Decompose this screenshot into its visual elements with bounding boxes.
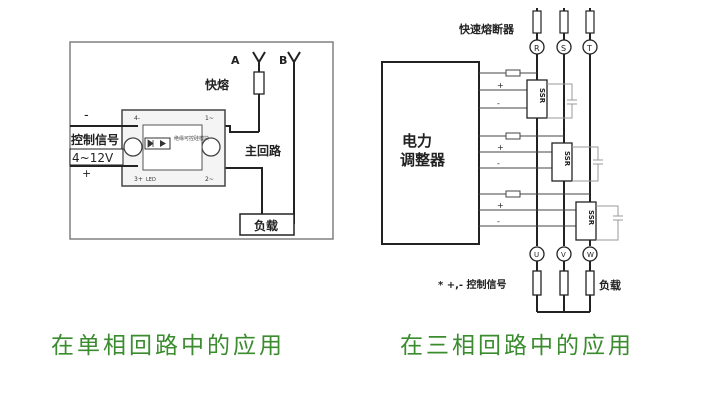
terminal-2-label: 2~ <box>205 176 214 183</box>
terminal-a-symbol <box>252 51 266 64</box>
wire-terminal-2 <box>208 167 263 214</box>
control-wires-group-3 <box>479 193 590 227</box>
terminal-4-label: 4- <box>134 115 140 122</box>
fuse-symbol <box>253 71 265 95</box>
phase-w-label: W <box>587 251 594 259</box>
module-text: 绝缘可控硅模块 <box>174 135 209 142</box>
plus-sign-1: + <box>497 81 504 90</box>
terminal-b-label: B <box>279 54 287 67</box>
phase-s-circle <box>556 39 572 55</box>
phase-u-label: U <box>534 251 539 259</box>
minus-sign-2: - <box>497 159 500 168</box>
led-symbol <box>147 139 154 148</box>
phase-v-label: V <box>561 251 566 259</box>
three-phase-diagram: 快速熔断器 R S T 电力 调整器 + - <box>381 8 623 313</box>
single-phase-diagram: A 快熔 B 主回路 负载 绝缘可控硅模块 4- 3+ LED 1~ 2~ <box>69 41 334 240</box>
resistor-2 <box>505 132 521 140</box>
load-s <box>559 270 569 296</box>
ssr-module-2: SSR <box>551 142 573 182</box>
voltage-range: 4~12V <box>72 151 114 165</box>
three-phase-caption: 在三相回路中的应用 <box>400 333 634 359</box>
single-phase-caption: 在单相回路中的应用 <box>51 333 285 359</box>
terminal-1-label: 1~ <box>205 115 214 122</box>
svg-text:SSR: SSR <box>587 210 595 226</box>
mounting-hole-left <box>123 137 143 157</box>
control-wires-group-2 <box>479 135 564 169</box>
snubber-1 <box>547 83 577 119</box>
plus-sign-2: + <box>497 143 504 152</box>
minus-sign-1: - <box>497 99 500 108</box>
fuse-s <box>559 10 569 34</box>
three-phase-load-label: 负载 <box>599 278 621 292</box>
led-label: LED <box>146 177 156 183</box>
phase-s-label: S <box>561 44 566 53</box>
fuse-t <box>585 10 595 34</box>
snubber-2 <box>572 146 603 182</box>
load-t <box>585 270 595 296</box>
snubber-3 <box>596 205 623 241</box>
minus-sign-3: - <box>497 217 500 226</box>
phase-r-circle <box>529 39 545 55</box>
control-signal-label: 控制信号 <box>71 132 119 147</box>
phase-t-label: T <box>586 44 592 53</box>
resistor-1 <box>505 69 521 77</box>
fuse-label: 快熔 <box>205 77 230 92</box>
ssr-module-1: SSR <box>526 79 548 119</box>
resistor-3 <box>505 190 521 198</box>
phase-t-circle <box>582 39 598 55</box>
terminal-b-symbol <box>287 51 301 64</box>
load-r <box>532 270 542 296</box>
controller-label-line1: 电力 <box>402 132 432 150</box>
fuse-r <box>532 10 542 34</box>
fast-fuse-label: 快速熔断器 <box>458 22 515 36</box>
signal-note: * +,- 控制信号 <box>438 278 507 291</box>
load-box <box>239 213 295 236</box>
controller-label-line2: 调整器 <box>400 151 446 169</box>
optocoupler-box <box>144 137 171 150</box>
voltage-box <box>69 148 124 166</box>
load-label: 负载 <box>254 218 278 233</box>
triac-symbol <box>160 140 166 147</box>
svg-text:SSR: SSR <box>563 151 571 167</box>
plus-sign-3: + <box>497 201 504 210</box>
svg-text:SSR: SSR <box>538 88 546 104</box>
terminal-3-label: 3+ <box>134 176 143 183</box>
control-minus-sign: - <box>84 108 89 123</box>
control-plus-sign: + <box>82 167 91 180</box>
power-controller <box>381 61 480 245</box>
phase-r-label: R <box>534 44 540 53</box>
main-circuit-label: 主回路 <box>245 143 282 158</box>
terminal-a-label: A <box>231 54 240 67</box>
ssr-module-3: SSR <box>575 201 597 241</box>
